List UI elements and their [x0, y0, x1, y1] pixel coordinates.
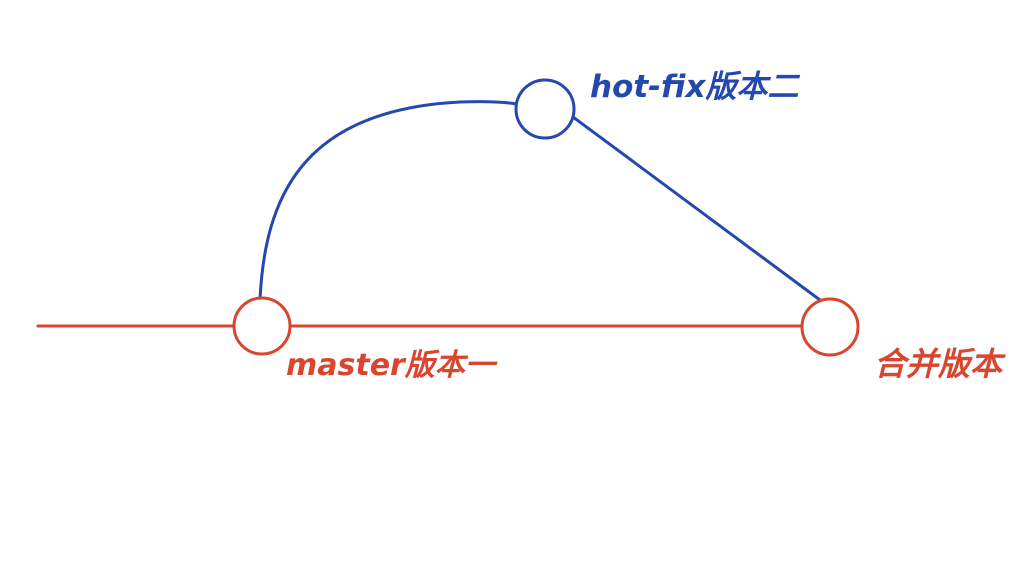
- master-v1-label: master版本一: [286, 348, 498, 383]
- hotfix-v2-commit-node: [514, 78, 576, 140]
- master-v1-commit-node: [232, 296, 292, 356]
- hotfix-branch-curve: [258, 100, 519, 301]
- hotfix-v2-label: hot-fix版本二: [590, 69, 800, 105]
- merge-commit-node: [800, 297, 860, 357]
- merge-label: 合并版本: [874, 345, 1006, 383]
- hotfix-merge-line: [571, 115, 822, 302]
